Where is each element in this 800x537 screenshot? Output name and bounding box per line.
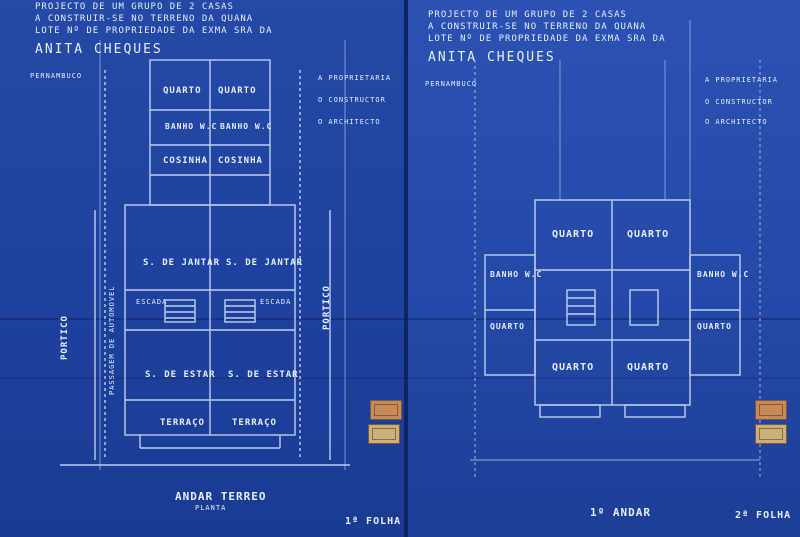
left-sheet-number: 1ª FOLHA (345, 516, 402, 527)
fold-line (0, 377, 800, 379)
right-blueprint-sheet (407, 0, 800, 537)
left-signature-architect: O ARCHITECTO (318, 118, 381, 126)
room-terraco: TERRAÇO (160, 418, 205, 428)
room-quarto: QUARTO (218, 86, 257, 96)
left-stair-2 (224, 299, 256, 323)
tax-stamp (368, 424, 400, 444)
left-owner-name: ANITA CHEQUES (35, 42, 163, 57)
room-banho: BANHO W.C (165, 122, 218, 131)
room-escada: ESCADA (136, 298, 168, 306)
right-right-wing-outline (689, 254, 741, 376)
right-signature-owner: A PROPRIETARIA (705, 76, 779, 84)
room-quarto: QUARTO (552, 229, 595, 240)
room-cozinha: COSINHA (218, 156, 263, 166)
left-footer-title: ANDAR TERREO (175, 490, 267, 503)
room-sala-jantar: S. DE JANTAR (226, 258, 304, 268)
room-portico-right: PORTICO (322, 285, 332, 330)
room-sala-estar: S. DE ESTAR (228, 370, 299, 380)
left-header-line-3: LOTE Nº DE PROPRIEDADE DA EXMA SRA DA (35, 26, 273, 36)
room-banho: BANHO W.C (220, 122, 273, 131)
room-portico-left: PORTICO (60, 315, 70, 360)
room-banho: BANHO W.C (490, 270, 543, 279)
right-header-line-2: A CONSTRUIR-SE NO TERRENO DA QUANA (428, 22, 647, 32)
left-signature-owner: A PROPRIETARIA (318, 74, 392, 82)
left-stair-1 (164, 299, 196, 323)
tax-stamp (370, 400, 402, 420)
fold-line (0, 318, 800, 320)
left-footer-subtitle: PLANTA (195, 504, 227, 512)
room-terraco: TERRAÇO (232, 418, 277, 428)
tax-stamp (755, 424, 787, 444)
room-quarto: QUARTO (163, 86, 202, 96)
vertical-label: PASSAGEM DE AUTOMOVEL (108, 285, 116, 395)
left-header-line-2: A CONSTRUIR-SE NO TERRENO DA QUANA (35, 14, 254, 24)
room-sala-jantar: S. DE JANTAR (143, 258, 221, 268)
room-cozinha: COSINHA (163, 156, 208, 166)
tax-stamp (755, 400, 787, 420)
room-sala-estar: S. DE ESTAR (145, 370, 216, 380)
left-header-line-1: PROJECTO DE UM GRUPO DE 2 CASAS (35, 2, 234, 12)
right-sheet-number: 2ª FOLHA (735, 510, 792, 521)
room-escada: ESCADA (260, 298, 292, 306)
room-quarto: QUARTO (697, 322, 732, 331)
left-signature-builder: O CONSTRUCTOR (318, 96, 386, 104)
sheet-seam (404, 0, 408, 537)
room-quarto: QUARTO (627, 229, 670, 240)
right-footer-title: 1º ANDAR (590, 506, 651, 519)
room-quarto: QUARTO (490, 322, 525, 331)
right-signature-builder: O CONSTRUCTOR (705, 98, 773, 106)
right-owner-name: ANITA CHEQUES (428, 50, 556, 65)
right-location: PERNAMBUCO (425, 80, 478, 88)
room-banho: BANHO W.C (697, 270, 750, 279)
right-left-wing-outline (484, 254, 536, 376)
room-quarto: QUARTO (552, 362, 595, 373)
right-header-line-3: LOTE Nº DE PROPRIEDADE DA EXMA SRA DA (428, 34, 666, 44)
right-signature-architect: O ARCHITECTO (705, 118, 768, 126)
room-quarto: QUARTO (627, 362, 670, 373)
left-location: PERNAMBUCO (30, 72, 83, 80)
right-header-line-1: PROJECTO DE UM GRUPO DE 2 CASAS (428, 10, 627, 20)
